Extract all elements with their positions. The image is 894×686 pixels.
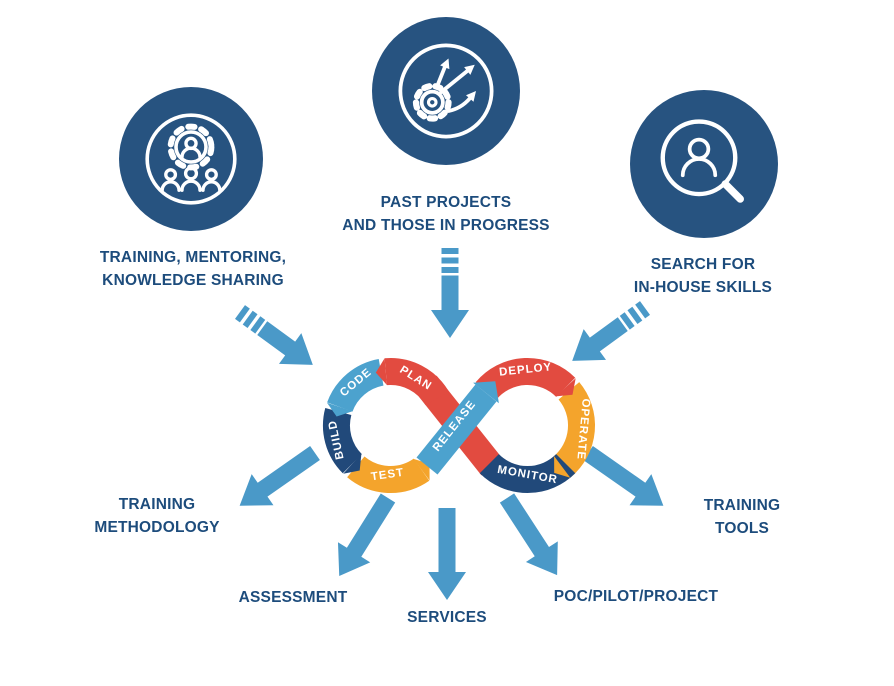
chevron-deploy [555, 378, 576, 397]
arrow-loop-to-poc [491, 487, 574, 586]
arrow-loop-to-services [428, 508, 466, 600]
chevron-code [327, 402, 353, 417]
chevron-plan [375, 358, 387, 386]
chevron-operate [554, 456, 571, 478]
arrow-projects-to-loop [431, 248, 469, 338]
services-label: SERVICES [407, 609, 487, 626]
loop-arc-build [323, 408, 363, 474]
devops-infinity-loop: CODE PLAN BUILD TEST RELEASE DEPLOY OPER… [323, 357, 596, 494]
gear-arrows-icon [398, 43, 494, 139]
loop-arc-code [327, 359, 385, 413]
past-projects-label: PAST PROJECTS AND THOSE IN PROGRESS [342, 194, 550, 234]
assessment-label: ASSESSMENT [238, 589, 348, 606]
arrow-training-to-loop [228, 296, 324, 381]
search-skills-label: SEARCH FOR IN-HOUSE SKILLS [633, 256, 773, 296]
training-methodology-label: TRAINING METHODOLOGY [94, 496, 220, 536]
team-gear-icon [145, 113, 237, 205]
search-skills-circle [630, 90, 778, 238]
loop-segment-operate: OPERATE [574, 398, 591, 461]
chevron-build [343, 453, 362, 474]
loop-segment-test: TEST [370, 467, 405, 484]
arrow-loop-to-training-methodology [228, 437, 326, 522]
poc-pilot-project-label: POC/PILOT/PROJECT [553, 588, 719, 605]
training-mentoring-label: TRAINING, MENTORING, KNOWLEDGE SHARING [99, 249, 287, 289]
arrow-loop-to-assessment [323, 487, 405, 587]
training-tools-label: TRAINING TOOLS [703, 497, 781, 537]
past-projects-circle [372, 17, 520, 165]
loop-band-release [416, 384, 497, 475]
loop-arc-plan [384, 358, 449, 406]
loop-arc-test [347, 456, 430, 493]
search-person-icon [660, 119, 744, 203]
training-mentoring-circle [119, 87, 263, 231]
release-arrowhead-icon [473, 381, 499, 404]
loop-segment-deploy: DEPLOY [499, 361, 553, 379]
loop-arc-operate [553, 382, 596, 478]
